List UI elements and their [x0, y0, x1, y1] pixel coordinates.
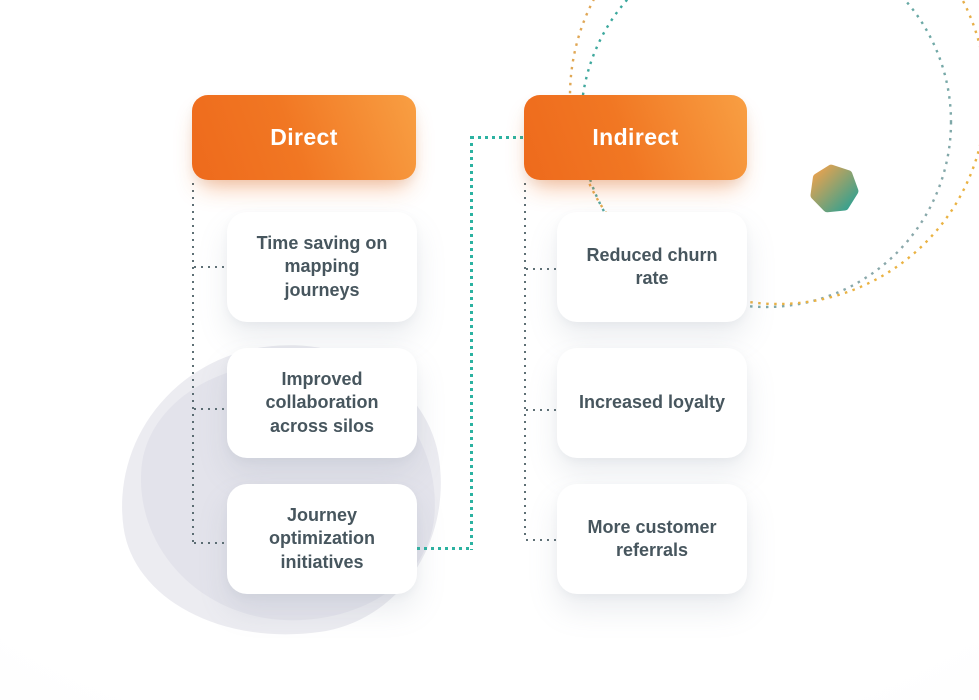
connector-indirect-card2 — [526, 409, 557, 411]
card-customer-referrals: More customer referrals — [557, 484, 747, 594]
connector-direct-card3 — [194, 542, 227, 544]
card-journey-optimization: Journey optimization initiatives — [227, 484, 417, 594]
connector-indirect-vertical — [524, 183, 526, 540]
card-reduced-churn: Reduced churn rate — [557, 212, 747, 322]
card-label: Improved collaboration across silos — [265, 369, 379, 436]
column-header-indirect: Indirect — [524, 95, 747, 180]
card-increased-loyalty: Increased loyalty — [557, 348, 747, 458]
column-header-indirect-label: Indirect — [592, 124, 679, 150]
card-label: Journey optimization initiatives — [269, 505, 375, 572]
connector-teal-bottom — [417, 547, 470, 550]
card-label: Increased loyalty — [578, 392, 726, 413]
connector-indirect-card1 — [526, 268, 557, 270]
column-header-direct: Direct — [192, 95, 416, 180]
connector-teal-vertical — [470, 136, 473, 550]
connector-teal-top — [471, 136, 524, 139]
card-improved-collaboration: Improved collaboration across silos — [227, 348, 417, 458]
card-label: Time saving on mapping journeys — [256, 233, 388, 300]
card-time-saving: Time saving on mapping journeys — [227, 212, 417, 322]
gradient-blob-icon — [810, 164, 859, 213]
connector-indirect-card3 — [526, 539, 557, 541]
column-header-direct-label: Direct — [270, 124, 338, 150]
card-label: Reduced churn rate — [586, 244, 718, 288]
connector-direct-card1 — [194, 266, 227, 268]
card-label: More customer referrals — [587, 516, 717, 560]
connector-direct-card2 — [194, 408, 227, 410]
dotted-circle-teal-icon — [579, 0, 953, 309]
connector-direct-vertical — [192, 183, 194, 543]
